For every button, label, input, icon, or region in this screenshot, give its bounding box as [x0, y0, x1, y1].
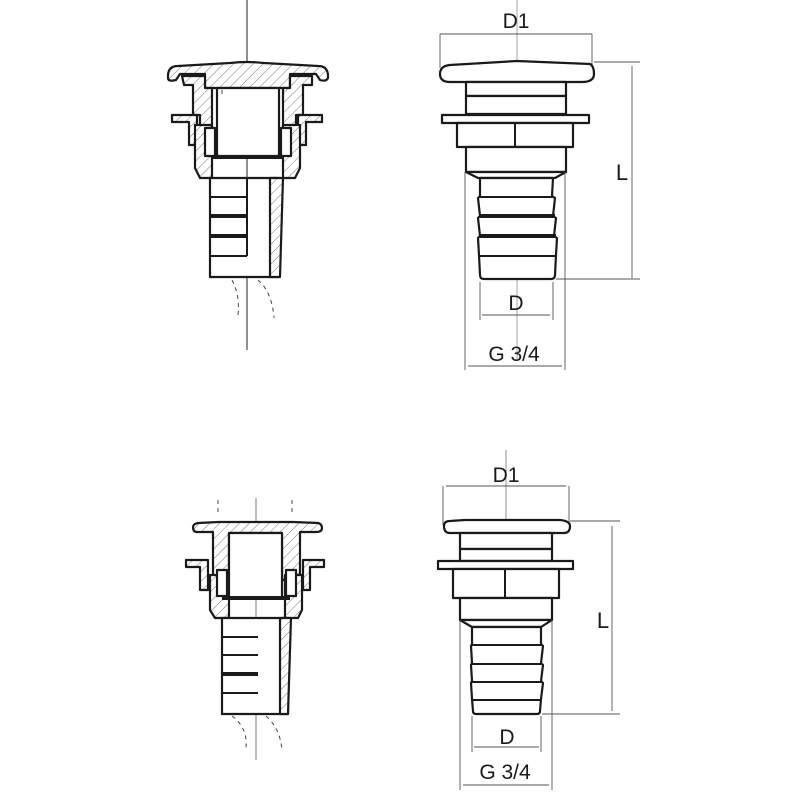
flange: [191, 520, 324, 582]
neck: [464, 80, 568, 98]
label-g-top: G 3/4: [488, 343, 540, 366]
cap-flange: [166, 60, 330, 90]
bottom-section-view: [184, 498, 326, 760]
o-ring-right: [279, 126, 293, 158]
taper: [464, 170, 568, 180]
washer: [436, 559, 575, 571]
nut-left: [170, 113, 199, 147]
body-upper: [458, 547, 554, 563]
o-ring-left: [203, 126, 217, 158]
hose-barb: [208, 176, 280, 279]
body-lower: [464, 145, 568, 174]
o-ring-right: [284, 568, 298, 598]
body-upper: [464, 94, 568, 116]
barb-wall: [268, 176, 285, 279]
bottom-elevation-view: [436, 450, 620, 790]
label-d1-top: D1: [502, 10, 530, 33]
label-d-top: D: [508, 292, 524, 315]
hose-barb: [220, 616, 290, 716]
cap: [442, 518, 572, 535]
cap: [438, 59, 596, 84]
label-l-top: L: [615, 160, 629, 185]
body-lower: [458, 596, 554, 622]
bore: [215, 86, 281, 158]
top-section-view: [166, 0, 330, 350]
bore: [227, 531, 284, 600]
label-g-bottom: G 3/4: [479, 761, 531, 784]
o-ring-left: [215, 568, 229, 598]
hose-barb: [476, 176, 559, 281]
nut-right: [301, 558, 326, 592]
top-elevation-view: [438, 0, 640, 370]
label-d-bottom: D: [499, 726, 515, 749]
neck: [458, 531, 554, 551]
nut-right: [296, 113, 324, 147]
label-d1-bottom: D1: [492, 464, 520, 487]
label-l-bottom: L: [596, 608, 610, 633]
nut-left: [184, 558, 210, 592]
washer: [440, 113, 591, 125]
